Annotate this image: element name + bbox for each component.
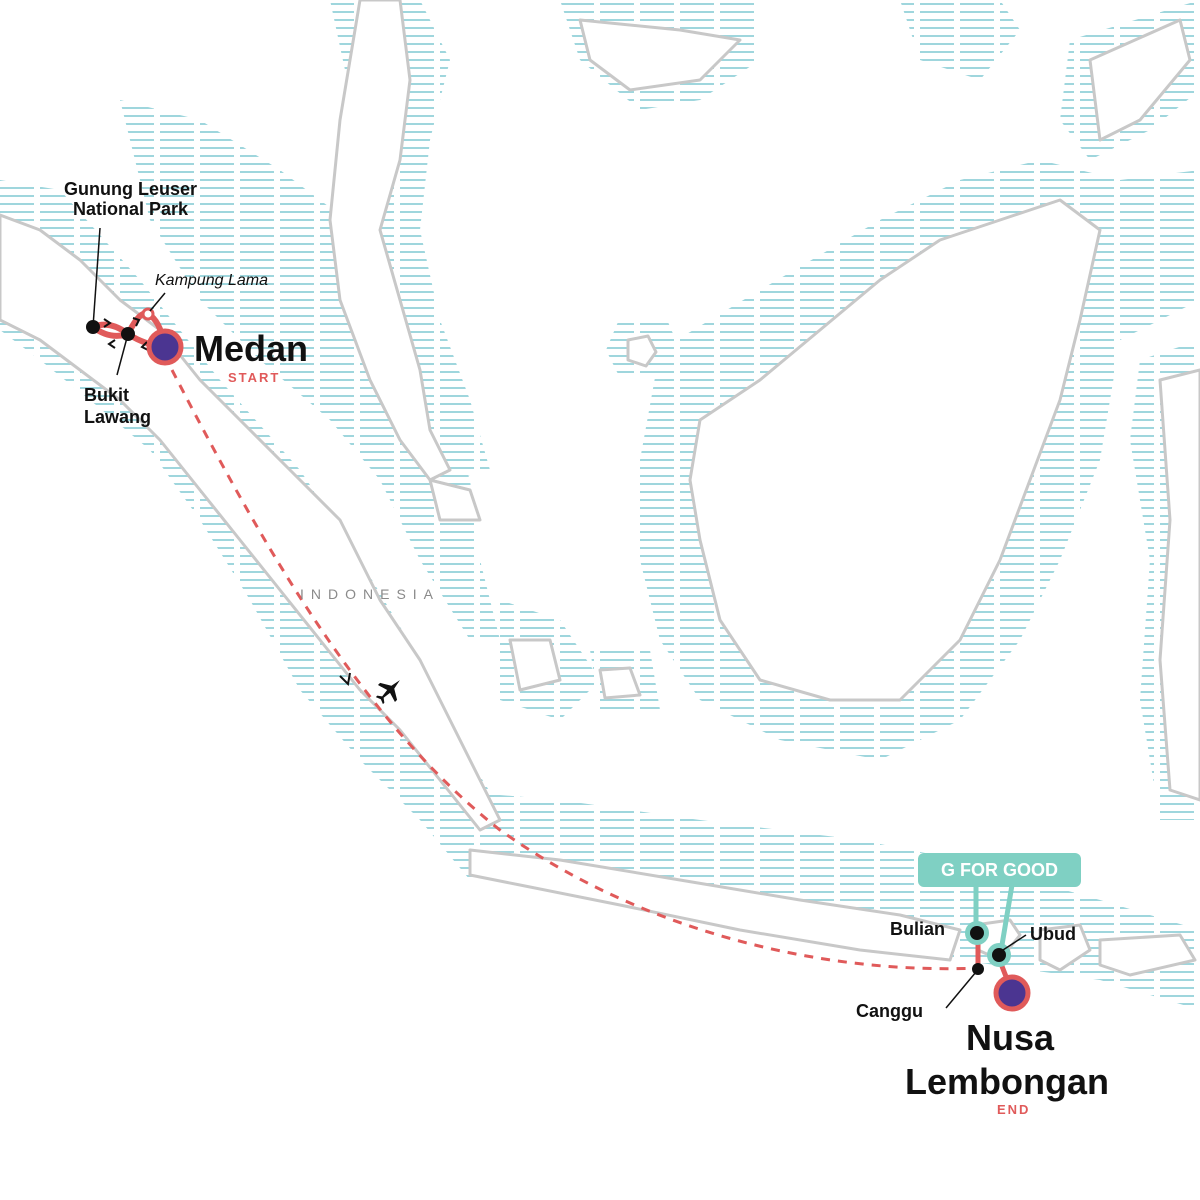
gunung-leuser-label: Gunung Leuser National Park — [64, 179, 198, 220]
bukit-lawang-label: Bukit Lawang — [84, 385, 151, 428]
gunung-leuser-line1: Gunung Leuser — [64, 179, 198, 199]
bukit-lawang-marker[interactable] — [121, 327, 135, 341]
flight-route — [170, 369, 981, 971]
canggu-marker[interactable] — [972, 963, 984, 975]
bulian-label: Bulian — [890, 919, 946, 939]
g-for-good-connectors — [973, 884, 1015, 946]
nusa-lembongan-end-marker[interactable] — [993, 974, 1031, 1012]
gunung-leuser-marker[interactable] — [86, 320, 100, 334]
bulian-marker[interactable] — [970, 926, 984, 940]
plane-icon — [375, 680, 400, 705]
kampung-lama-label: Kampung Lama — [155, 272, 268, 289]
nusa-label: Nusa — [966, 1017, 1055, 1058]
route-arrows — [103, 317, 149, 351]
bukit-lawang-line1: Bukit — [84, 385, 129, 405]
start-tag: START — [228, 370, 281, 385]
direction-arrow-icon — [339, 672, 351, 687]
kampung-lama-marker[interactable] — [141, 307, 155, 321]
g-for-good-badge[interactable]: G FOR GOOD — [918, 853, 1081, 887]
medan-start-marker[interactable] — [146, 328, 184, 366]
end-tag: END — [997, 1102, 1031, 1117]
lembongan-label: Lembongan — [905, 1061, 1109, 1102]
ubud-label: Ubud — [1030, 924, 1076, 944]
gunung-leuser-line2: National Park — [72, 198, 189, 219]
bukit-lawang-line2: Lawang — [84, 406, 152, 427]
country-label: INDONESIA — [300, 586, 441, 602]
ubud-marker[interactable] — [992, 948, 1006, 962]
medan-label: Medan — [194, 328, 309, 369]
canggu-label: Canggu — [856, 1001, 923, 1021]
